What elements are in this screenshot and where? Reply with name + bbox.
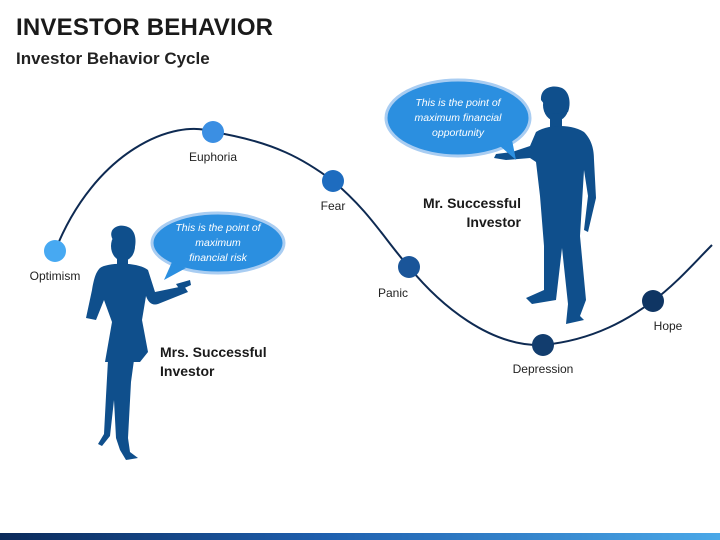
woman-bubble-line-3: financial risk [189, 252, 248, 264]
woman-bubble-line-1: This is the point of [175, 222, 261, 234]
man-label-line-2: Investor [467, 214, 522, 230]
man-bubble-line-2: maximum financial [415, 112, 503, 124]
woman-bubble-line-2: maximum [195, 237, 241, 249]
stage-dot-depression [532, 334, 554, 356]
stage-dot-optimism [44, 240, 66, 262]
stage-label-optimism: Optimism [30, 269, 81, 283]
man-label-line-1: Mr. Successful [423, 195, 521, 211]
stage-label-depression: Depression [513, 362, 574, 376]
man-speech-bubble: This is the point of maximum financial o… [384, 78, 532, 160]
man-investor-silhouette [494, 86, 596, 324]
stage-label-panic: Panic [378, 286, 408, 300]
page-title: INVESTOR BEHAVIOR [16, 14, 274, 41]
woman-label-line-2: Investor [160, 363, 215, 379]
stage-label-fear: Fear [321, 199, 346, 213]
stage-dot-euphoria [202, 121, 224, 143]
stage-label-hope: Hope [654, 319, 683, 333]
man-bubble-line-1: This is the point of [415, 97, 501, 109]
stage-label-euphoria: Euphoria [189, 150, 237, 164]
stage-dot-panic [398, 256, 420, 278]
stage-dot-hope [642, 290, 664, 312]
footer-accent-bar [0, 533, 720, 540]
woman-label-line-1: Mrs. Successful [160, 344, 267, 360]
woman-investor-silhouette [86, 225, 191, 460]
man-bubble-line-3: opportunity [432, 127, 485, 139]
woman-speech-bubble: This is the point of maximum financial r… [150, 211, 286, 280]
page-subtitle: Investor Behavior Cycle [16, 49, 210, 68]
stage-dot-fear [322, 170, 344, 192]
